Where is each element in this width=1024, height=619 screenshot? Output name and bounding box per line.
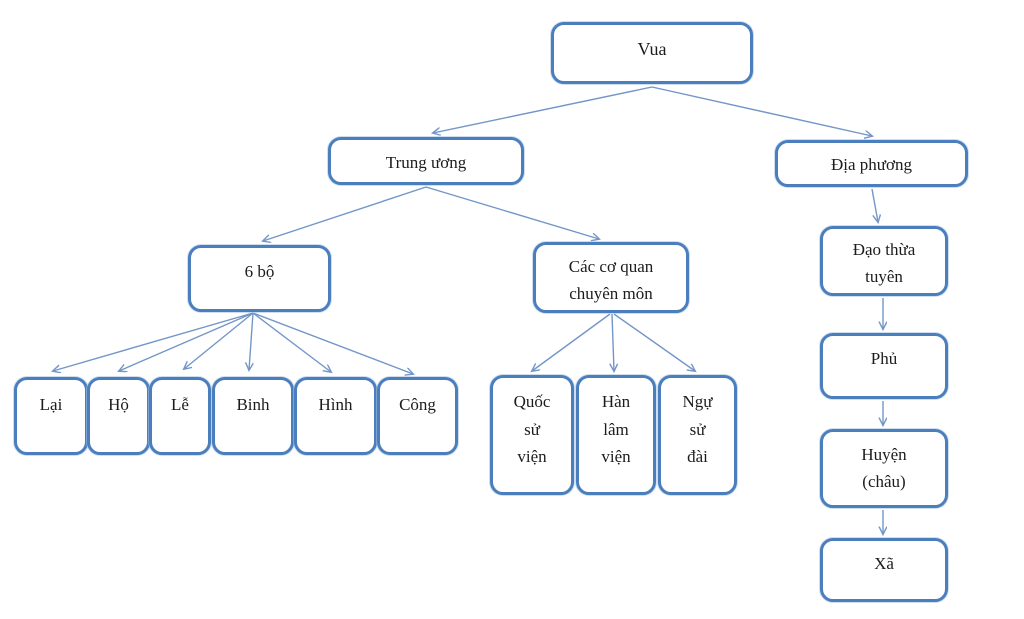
node-dao-thua-tuyen: Đạo thừa tuyên: [820, 226, 948, 296]
node-label: lâm: [603, 419, 629, 439]
edge-sau-bo-hinh: [252, 312, 331, 372]
edge-trung-uong-sau-bo: [263, 186, 427, 241]
node-xa: Xã: [820, 538, 948, 602]
node-label: Binh: [236, 395, 270, 414]
edge-sau-bo-cong: [252, 312, 413, 374]
node-le: Lễ: [149, 377, 211, 455]
node-binh: Binh: [212, 377, 294, 455]
node-label: 6 bộ: [244, 262, 275, 281]
edge-sau-bo-lai: [53, 312, 254, 371]
node-label: Đạo thừa: [852, 240, 916, 259]
edge-chuyen-mon-quoc-su-vien: [532, 313, 611, 371]
edge-vua-trung-uong: [433, 86, 653, 133]
edge-chuyen-mon-ngu-su-dai: [613, 313, 695, 371]
node-label: Các cơ quan: [568, 257, 654, 276]
node-label: Vua: [637, 39, 667, 59]
node-label: Hộ: [108, 395, 129, 414]
node-cac-co-quan-chuyen-mon: Các cơ quan chuyên môn: [533, 242, 689, 313]
node-label: Quốc: [513, 392, 551, 411]
node-quoc-su-vien: Quốc sử viện: [490, 375, 574, 495]
node-label: viện: [517, 447, 547, 467]
node-ngu-su-dai: Ngự sử đài: [658, 375, 737, 495]
node-han-lam-vien: Hàn lâm viện: [576, 375, 656, 495]
node-label: Hình: [318, 395, 353, 414]
node-lai: Lại: [14, 377, 88, 455]
node-cong: Công: [377, 377, 458, 455]
node-label: viện: [601, 447, 631, 467]
node-label: Xã: [874, 554, 894, 573]
edge-sau-bo-ho: [119, 312, 254, 371]
node-label: Hàn: [601, 392, 631, 411]
edge-sau-bo-le: [184, 312, 254, 369]
node-label: sử: [689, 419, 706, 439]
node-label: Lễ: [171, 395, 189, 414]
node-sau-bo: 6 bộ: [188, 245, 331, 312]
edge-sau-bo-binh: [249, 312, 254, 370]
node-label: Trung ương: [385, 153, 467, 172]
edge-dia-phuong-dao-thua-tuyen: [871, 188, 878, 222]
node-label: Phủ: [870, 349, 898, 368]
node-huyen-chau: Huyện (châu): [820, 429, 948, 508]
node-label: Ngự: [682, 392, 713, 411]
node-label: tuyên: [865, 267, 903, 287]
node-label: Huyện: [861, 445, 907, 464]
node-phu: Phủ: [820, 333, 948, 399]
node-hinh: Hình: [294, 377, 377, 455]
node-label: (châu): [862, 472, 906, 492]
node-label: sử: [524, 419, 540, 439]
node-label: đài: [687, 447, 708, 467]
node-label: Lại: [39, 395, 63, 414]
node-label: Địa phương: [831, 155, 912, 174]
node-dia-phuong: Địa phương: [775, 140, 968, 187]
node-ho: Hộ: [87, 377, 150, 455]
edge-trung-uong-chuyen-mon: [425, 186, 599, 239]
edge-vua-dia-phuong: [651, 86, 872, 136]
node-label: Công: [399, 395, 436, 414]
edge-chuyen-mon-han-lam-vien: [612, 313, 614, 371]
node-trung-uong: Trung ương: [328, 137, 524, 185]
node-vua: Vua: [551, 22, 753, 84]
node-label: chuyên môn: [569, 284, 653, 304]
